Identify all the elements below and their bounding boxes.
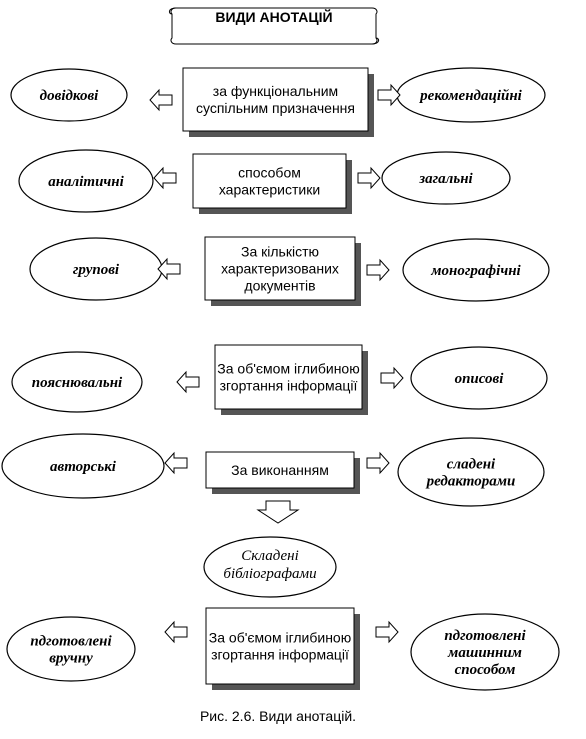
left-oval-label-line-1: пдготовлені: [30, 634, 112, 650]
criterion-label-line-1: способом: [238, 165, 301, 181]
right-oval-label-line-1: пдготовлені: [444, 628, 526, 644]
middle-oval-line-1: Складені: [241, 548, 299, 564]
criterion-box: [182, 67, 369, 132]
left-arrow-icon: [176, 370, 200, 394]
left-arrow-icon: [164, 451, 188, 475]
middle-oval-line-2: бібліографами: [223, 566, 316, 582]
left-oval-label-line-1: авторські: [50, 459, 117, 475]
right-arrow-icon: [366, 451, 390, 475]
right-oval-label-line-2: машинним: [447, 645, 522, 661]
title-banner: ВИДИ АНОТАЦІЙ: [168, 7, 380, 45]
right-arrow-icon: [377, 83, 401, 107]
criterion-label-line-2: суспільним призначення: [196, 100, 355, 116]
right-oval-label-line-1: рекомендаційні: [418, 88, 523, 104]
left-oval: [6, 616, 136, 682]
left-arrow-icon: [149, 88, 173, 112]
right-arrow-icon: [366, 258, 390, 282]
left-arrow-icon: [153, 166, 177, 190]
criterion-label-line-1: За об'ємом іглибиною: [217, 361, 359, 377]
left-oval: [1, 433, 165, 499]
left-oval-label-line-1: довідкові: [40, 88, 99, 104]
title-text: ВИДИ АНОТАЦІЙ: [215, 8, 332, 25]
left-oval-label-line-1: пояснювальні: [32, 375, 123, 391]
right-oval: [410, 613, 560, 691]
left-arrow-icon: [164, 620, 188, 644]
criterion-label-line-2: згортання інформації: [220, 378, 358, 394]
right-oval-label-line-1: загальні: [418, 171, 473, 187]
left-oval: [11, 351, 143, 413]
criterion-label-line-3: документів: [244, 278, 315, 294]
left-oval-label-line-1: аналітичні: [48, 174, 124, 190]
right-arrow-icon: [380, 366, 404, 390]
right-arrow-icon: [375, 620, 399, 644]
figure-caption: Рис. 2.6. Види анотацій.: [200, 708, 356, 724]
down-arrow-icon: [256, 500, 300, 524]
middle-oval: Складені бібліографами: [203, 536, 337, 598]
criterion-label-line-2: згортання інформації: [211, 647, 349, 663]
left-oval-label-line-2: вручну: [49, 651, 93, 667]
criterion-label-line-2: характеризованих: [221, 261, 339, 277]
right-oval-label-line-1: монографічні: [430, 263, 521, 279]
left-oval: [10, 68, 128, 122]
right-oval-label-line-3: способом: [455, 662, 516, 678]
left-oval: [18, 149, 154, 213]
criterion-box: [205, 451, 355, 489]
criterion-label-line-1: За кількістю: [241, 244, 319, 260]
criterion-label-line-1: За об'ємом іглибиною: [209, 630, 351, 646]
criterion-label-line-1: За виконанням: [231, 462, 329, 478]
right-oval: [381, 151, 511, 205]
criterion-label-line-1: за функціональним: [213, 83, 338, 99]
criterion-box: [204, 236, 356, 301]
right-oval-label-line-1: описові: [455, 371, 505, 387]
right-oval-label-line-1: сладені: [447, 457, 496, 473]
right-oval: [397, 437, 545, 507]
right-oval-label-line-2: редакторами: [425, 474, 516, 490]
criterion-label-line-2: характеристики: [219, 182, 320, 198]
criterion-box: [192, 153, 347, 209]
left-oval-label-line-1: групові: [73, 262, 120, 278]
right-oval: [402, 238, 550, 302]
left-arrow-icon: [157, 257, 181, 281]
criterion-box: [214, 344, 363, 410]
criterion-box: [205, 607, 355, 685]
right-arrow-icon: [357, 166, 381, 190]
right-oval: [410, 346, 548, 410]
